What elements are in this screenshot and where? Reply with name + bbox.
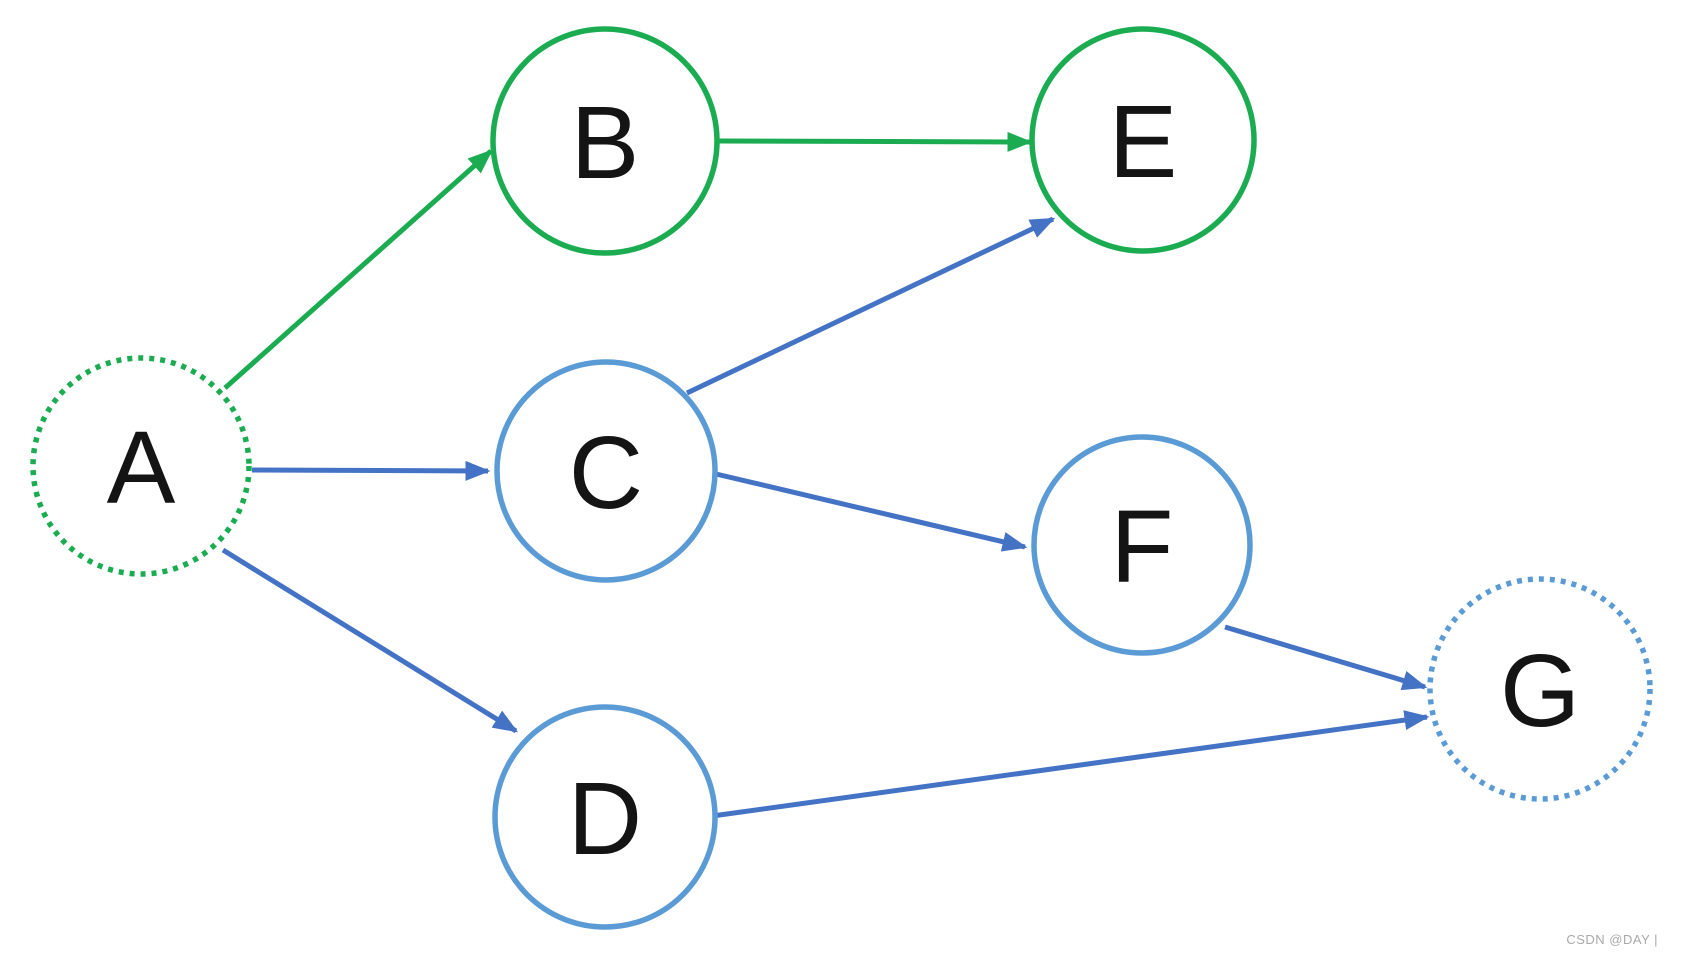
edge-F-G: [1224, 624, 1428, 691]
node-C: C: [494, 359, 718, 583]
edge-B-E: [717, 131, 1033, 152]
node-G: G: [1427, 576, 1653, 802]
node-circle-D: [492, 704, 718, 930]
node-circle-E: [1029, 26, 1257, 254]
node-label-F: F: [1111, 489, 1174, 604]
node-E: E: [1029, 26, 1257, 254]
node-label-D: D: [568, 761, 642, 876]
node-A: A: [30, 355, 252, 577]
node-label-B: B: [571, 85, 640, 200]
edge-A-D: [221, 547, 519, 734]
node-circle-G: [1427, 576, 1653, 802]
node-circle-A: [30, 355, 252, 577]
node-circle-C: [494, 359, 718, 583]
edge-A-C: [251, 460, 491, 481]
edge-C-E: [685, 216, 1056, 396]
node-label-E: E: [1109, 84, 1178, 199]
node-D: D: [492, 704, 718, 930]
edge-D-G: [704, 710, 1430, 820]
node-circle-B: [490, 26, 720, 256]
node-label-A: A: [107, 410, 176, 525]
node-B: B: [490, 26, 720, 256]
edge-C-F: [715, 471, 1028, 552]
node-label-G: G: [1500, 633, 1580, 748]
node-label-C: C: [569, 415, 643, 530]
edge-A-B: [223, 149, 493, 390]
node-F: F: [1031, 434, 1253, 656]
watermark: CSDN @DAY |: [1566, 932, 1658, 947]
node-circle-F: [1031, 434, 1253, 656]
